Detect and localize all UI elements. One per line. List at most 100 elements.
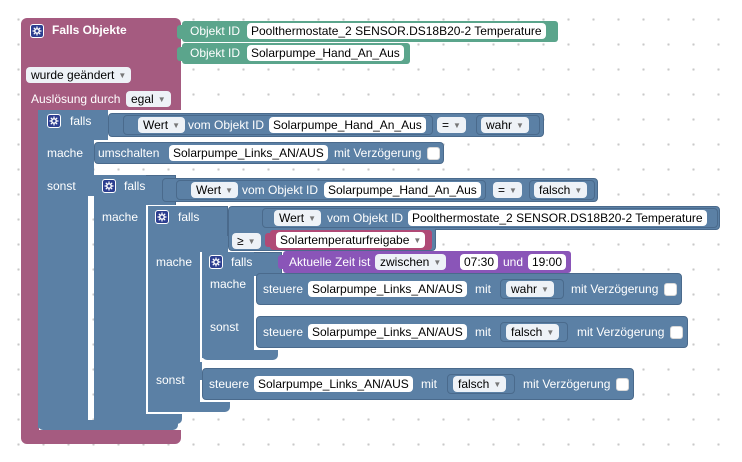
if-2-value-dropdown-text: Wert [196, 183, 222, 197]
chevron-down-icon: ▼ [157, 95, 166, 104]
if-2-object-field[interactable]: Solarpumpe_Hand_An_Aus [324, 182, 481, 198]
trigger-source-label: Auslösung durch [31, 92, 121, 106]
gear-icon[interactable] [102, 179, 116, 193]
control-then-delay-checkbox[interactable] [664, 283, 677, 296]
if-2-operator-dropdown[interactable]: =▼ [493, 182, 522, 198]
time-connector [278, 255, 284, 269]
chevron-down-icon: ▼ [433, 258, 442, 267]
time-condition-label: Aktuelle Zeit ist [289, 255, 371, 269]
if-1-mache-label: mache [47, 146, 84, 160]
chevron-down-icon: ▼ [118, 71, 127, 80]
control-block-then[interactable] [256, 273, 682, 305]
control-else-outer-delay-label: mit Verzögerung [523, 377, 611, 391]
if-1-value-dropdown-text: Wert [143, 118, 169, 132]
control-then-label: steuere [263, 282, 304, 296]
control-else-inner-value: falsch [511, 325, 543, 339]
control-else-outer-label: steuere [209, 377, 250, 391]
if-3-sonst-label: sonst [156, 373, 185, 387]
if-block-3-sonst-row [148, 362, 202, 380]
chevron-down-icon: ▼ [172, 121, 181, 130]
gear-icon[interactable] [155, 210, 169, 224]
if-2-operator-value: = [498, 183, 506, 197]
control-else-outer-delay-checkbox[interactable] [616, 378, 629, 391]
if-3-mache-label: mache [156, 255, 193, 269]
if-1-rhs-dropdown[interactable]: wahr▼ [481, 117, 529, 133]
control-else-inner-delay-label: mit Verzögerung [577, 325, 665, 339]
if-3-falls-label: falls [178, 210, 200, 224]
if-4-sonst-label: sonst [210, 320, 239, 334]
trigger-source-value: egal [131, 92, 154, 106]
trigger-title: Falls Objekte [52, 23, 127, 37]
if-1-rhs-value: wahr [486, 118, 513, 132]
gear-icon[interactable] [209, 255, 223, 269]
control-else-inner-object[interactable]: Solarpumpe_Links_AN/AUS [308, 324, 467, 340]
if-3-value-dropdown-text: Wert [279, 211, 305, 225]
control-else-inner-with: mit [475, 325, 491, 339]
if-2-value-dropdown[interactable]: Wert▼ [191, 182, 239, 198]
toggle-delay-label: mit Verzögerung [334, 146, 422, 160]
chevron-down-icon: ▼ [546, 328, 555, 337]
chevron-down-icon: ▼ [413, 236, 422, 245]
if-2-rhs-dropdown[interactable]: falsch▼ [534, 182, 588, 198]
if-4-mache-label: mache [210, 277, 247, 291]
if-3-operator-value: ≥ [237, 234, 244, 248]
control-else-inner-delay-checkbox[interactable] [670, 326, 683, 339]
control-then-value: wahr [511, 282, 538, 296]
time-to-field[interactable]: 19:00 [528, 254, 567, 270]
if-3-value-dropdown[interactable]: Wert▼ [274, 210, 322, 226]
if-3-from-object-label: vom Objekt ID [327, 211, 404, 225]
toggle-delay-checkbox[interactable] [427, 147, 440, 160]
if-1-object-field[interactable]: Solarpumpe_Hand_An_Aus [269, 117, 426, 133]
chevron-down-icon: ▼ [516, 121, 524, 130]
if-block-2-spine [94, 175, 146, 425]
chevron-down-icon: ▼ [509, 186, 517, 195]
control-then-with: mit [475, 282, 491, 296]
time-mode-value: zwischen [380, 255, 430, 269]
control-else-inner-value-dropdown[interactable]: falsch▼ [506, 324, 560, 340]
trigger-block-spine [21, 108, 39, 434]
if-block-4-footer [202, 350, 278, 360]
if-block-3-mache-cap [148, 236, 228, 252]
toggle-label: umschalten [98, 146, 160, 160]
if-block-1-mache-row [38, 140, 94, 168]
object-id-connector [177, 47, 183, 61]
object-id-value-1[interactable]: Poolthermostate_2 SENSOR.DS18B20-2 Tempe… [247, 23, 546, 39]
chevron-down-icon: ▼ [247, 237, 256, 246]
chevron-down-icon: ▼ [574, 186, 583, 195]
gear-icon[interactable] [47, 114, 61, 128]
gear-icon[interactable] [30, 24, 44, 38]
if-block-1-footer [38, 420, 178, 430]
trigger-block-footer [21, 430, 181, 444]
condition-dropdown-value: wurde geändert [31, 68, 115, 82]
variable-dropdown[interactable]: Solartemperaturfreigabe▼ [276, 232, 426, 248]
condition-dropdown[interactable]: wurde geändert▼ [26, 67, 132, 83]
if-1-value-dropdown[interactable]: Wert▼ [138, 117, 186, 133]
control-else-outer-value-dropdown[interactable]: falsch▼ [453, 376, 507, 392]
if-block-4-spine [202, 252, 254, 358]
if-block-2-footer [94, 414, 182, 424]
time-and-label: und [503, 255, 524, 269]
chevron-down-icon: ▼ [493, 380, 502, 389]
if-3-object-field[interactable]: Poolthermostate_2 SENSOR.DS18B20-2 Tempe… [408, 210, 707, 226]
trigger-source-dropdown[interactable]: egal▼ [126, 91, 171, 107]
toggle-object-field[interactable]: Solarpumpe_Links_AN/AUS [169, 145, 328, 161]
if-1-operator-dropdown[interactable]: =▼ [437, 117, 466, 133]
object-id-connector [177, 25, 183, 39]
if-3-operator-dropdown[interactable]: ≥▼ [232, 233, 261, 249]
if-2-falls-label: falls [124, 179, 146, 193]
time-from-field[interactable]: 07:30 [460, 254, 499, 270]
control-else-outer-object[interactable]: Solarpumpe_Links_AN/AUS [254, 376, 413, 392]
if-1-sonst-label: sonst [47, 179, 76, 193]
if-block-3-footer [148, 402, 230, 412]
control-then-value-dropdown[interactable]: wahr▼ [506, 281, 554, 297]
control-then-object[interactable]: Solarpumpe_Links_AN/AUS [308, 281, 467, 297]
object-id-value-2[interactable]: Solarpumpe_Hand_An_Aus [247, 45, 404, 61]
if-4-falls-label: falls [231, 255, 253, 269]
control-else-outer-value: falsch [458, 377, 490, 391]
time-mode-dropdown[interactable]: zwischen▼ [375, 254, 447, 270]
if-2-from-object-label: vom Objekt ID [242, 183, 319, 197]
variable-dropdown-value: Solartemperaturfreigabe [280, 233, 410, 247]
chevron-down-icon: ▼ [541, 285, 549, 294]
if-1-operator-value: = [442, 118, 450, 132]
if-2-rhs-value: falsch [539, 183, 571, 197]
